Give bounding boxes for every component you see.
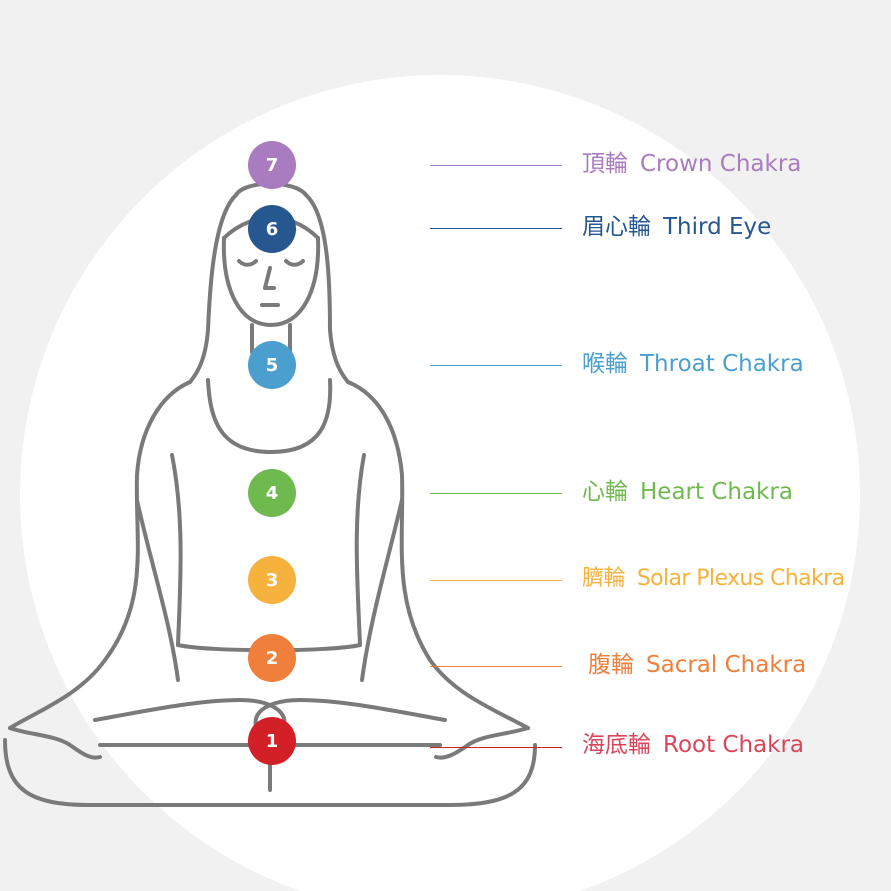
- chakra-dot-root: 1: [248, 717, 296, 765]
- label-zh: 海底輪: [582, 732, 651, 758]
- label-zh: 頂輪: [582, 151, 628, 177]
- label-en: Sacral Chakra: [646, 652, 807, 678]
- leader-line-root: [430, 747, 562, 748]
- chakra-number: 4: [265, 482, 279, 504]
- chakra-number: 2: [265, 647, 279, 669]
- leader-line-solar-plexus: [430, 580, 562, 581]
- label-third-eye: 眉心輪 Third Eye: [582, 212, 771, 242]
- chakra-number: 3: [265, 569, 279, 591]
- label-sacral: 腹輪 Sacral Chakra: [588, 650, 806, 680]
- label-en: Solar Plexus Chakra: [636, 566, 845, 591]
- chakra-number: 7: [265, 154, 279, 176]
- leader-line-throat: [430, 365, 562, 366]
- background-circle: [20, 75, 860, 891]
- chakra-dot-heart: 4: [248, 469, 296, 517]
- chakra-dot-throat: 5: [248, 341, 296, 389]
- label-en: Throat Chakra: [640, 351, 804, 377]
- leader-line-third-eye: [430, 228, 562, 229]
- label-en: Crown Chakra: [640, 151, 802, 177]
- chakra-number: 1: [265, 730, 279, 752]
- leader-line-crown: [430, 165, 562, 166]
- label-en: Root Chakra: [663, 732, 805, 758]
- leader-line-sacral: [430, 666, 562, 667]
- label-heart: 心輪 Heart Chakra: [582, 477, 793, 507]
- label-root: 海底輪 Root Chakra: [582, 730, 804, 760]
- label-en: Third Eye: [663, 214, 772, 240]
- chakra-dot-crown: 7: [248, 141, 296, 189]
- label-zh: 臍輪: [582, 566, 625, 591]
- leader-line-heart: [430, 493, 562, 494]
- chakra-dot-sacral: 2: [248, 634, 296, 682]
- label-solar-plexus: 臍輪 Solar Plexus Chakra: [582, 564, 845, 594]
- chakra-number: 5: [265, 354, 279, 376]
- label-crown: 頂輪 Crown Chakra: [582, 149, 801, 179]
- label-zh: 心輪: [582, 479, 628, 505]
- label-en: Heart Chakra: [640, 479, 793, 505]
- chakra-dot-third-eye: 6: [248, 205, 296, 253]
- label-zh: 腹輪: [588, 652, 634, 678]
- label-zh: 眉心輪: [582, 214, 651, 240]
- label-throat: 喉輪 Throat Chakra: [582, 349, 804, 379]
- chakra-dot-solar-plexus: 3: [248, 556, 296, 604]
- label-zh: 喉輪: [582, 351, 628, 377]
- chakra-number: 6: [265, 218, 279, 240]
